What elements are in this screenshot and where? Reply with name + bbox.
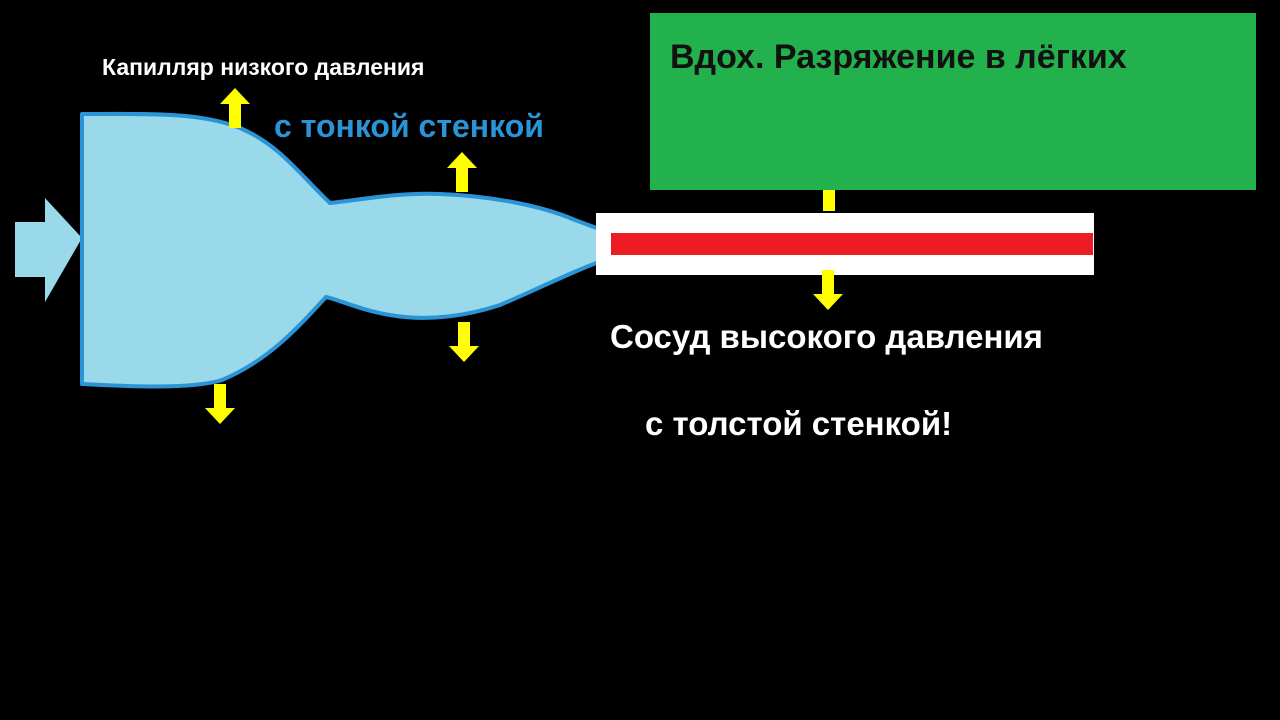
vessel-blood (611, 233, 1093, 255)
vessel-title: Сосуд высокого давления (610, 318, 1043, 355)
pressure-arrow-down-icon (205, 384, 235, 424)
inflow-arrow-icon (15, 198, 82, 302)
inhale-label: Вдох. Разряжение в лёгких (670, 38, 1127, 76)
capillary-shape (80, 111, 612, 389)
pressure-arrow-down-icon (813, 270, 843, 310)
pressure-arrow-up-icon (447, 152, 477, 192)
capillary-title: Капилляр низкого давления (102, 54, 425, 80)
pressure-arrow-down-icon (449, 322, 479, 362)
vessel-wall-label: с толстой стенкой! (645, 405, 953, 442)
capillary-wall-label: с тонкой стенкой (274, 108, 544, 144)
inhale-panel: Вдох. Разряжение в лёгких (650, 13, 1256, 190)
